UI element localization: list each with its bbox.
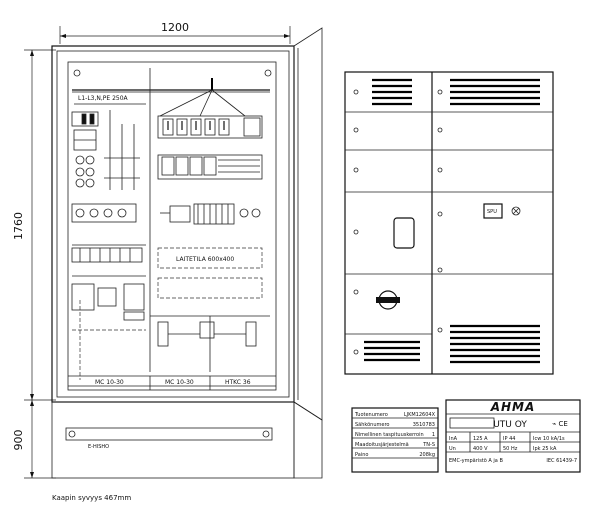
plate-cell: 125 A: [473, 436, 488, 442]
cabinet-front: [51, 27, 323, 421]
inspection-window: [393, 217, 415, 249]
door-view: SPU: [344, 71, 554, 375]
base-dimension-label: 900: [12, 430, 25, 451]
plate-cell: Un: [449, 446, 456, 452]
gland-label-3: HTKC 36: [225, 379, 251, 386]
plate-cell: 50 Hz: [503, 446, 518, 452]
width-dimension-label: 1200: [161, 21, 189, 34]
vent-grill-top-left: [372, 78, 412, 106]
plate-footer-left: EMC-ympäristö A ja B: [449, 458, 503, 464]
busbar-label: L1-L3,N,PE 250A: [78, 95, 129, 102]
plate-cell: Icw 10 kA/1s: [533, 436, 565, 442]
device-area: LAITETILA 600x400: [71, 244, 263, 299]
rating-plate: AHMA UTU OY ⌁ CE InA 125 A IP 44 Icw 10 …: [445, 399, 581, 473]
plate-cell: IP 44: [503, 436, 515, 442]
vent-grill-bottom-left: [364, 340, 420, 362]
certification-marks: ⌁ CE: [552, 420, 568, 428]
plate-cell: InA: [449, 436, 458, 442]
plate-footer-right: IEC 61439-7: [546, 458, 577, 464]
info-row-label: Tuotenumero: [354, 412, 388, 418]
breaker-row-1: [157, 115, 263, 139]
info-row-value: 3510783: [413, 422, 435, 428]
terminal-row: [71, 203, 261, 225]
door-lock-icon: [353, 89, 443, 355]
height-dimension-label: 1760: [12, 212, 25, 240]
serial-box: [449, 417, 495, 429]
display-panel: SPU: [483, 203, 521, 219]
gland-label-2: MC 10-30: [165, 379, 194, 386]
plinth: E-HISHO: [51, 401, 323, 479]
device-area-label: LAITETILA 600x400: [176, 256, 234, 263]
breaker-row-2: [157, 154, 263, 180]
info-row-label: Maadoitusjärjestelmä: [355, 442, 409, 448]
plate-cell: 400 V: [473, 446, 488, 452]
plate-cell: Ipk 25 kA: [533, 446, 557, 452]
base-dimension: 900: [12, 400, 56, 479]
info-row-label: Nimellinen taspituuskerroin: [355, 432, 424, 438]
gland-label-1: MC 10-30: [95, 379, 124, 386]
info-table: Tuotenumero LJKM12604X Sähkönumero 35107…: [351, 407, 439, 473]
vent-grill-top-right: [450, 78, 540, 106]
info-row-value: 1: [432, 432, 435, 438]
company-name: UTU OY: [493, 420, 527, 430]
info-row-value: LJKM12604X: [404, 412, 436, 418]
display-label: SPU: [487, 209, 497, 215]
height-dimension: 1760: [12, 49, 56, 401]
lower-right-bays: [150, 315, 270, 372]
lower-left-equipment: [71, 275, 146, 380]
main-switch-handle-icon: [376, 290, 400, 310]
depth-note: Kaapin syvyys 467mm: [52, 494, 131, 502]
width-dimension: 1200: [59, 21, 291, 44]
busbar-section: L1-L3,N,PE 250A: [72, 68, 270, 372]
info-row-value: 208kg: [419, 452, 435, 458]
left-equipment: [71, 110, 140, 190]
info-row-label: Paino: [355, 452, 368, 458]
vent-grill-bottom-right: [450, 324, 540, 364]
plinth-label: E-HISHO: [88, 444, 109, 450]
info-row-value: TN-S: [422, 442, 435, 448]
gland-plate: MC 10-30 MC 10-30 HTKC 36: [68, 375, 276, 390]
info-row-label: Sähkönumero: [355, 422, 389, 428]
brand-logo: AHMA: [490, 400, 536, 414]
